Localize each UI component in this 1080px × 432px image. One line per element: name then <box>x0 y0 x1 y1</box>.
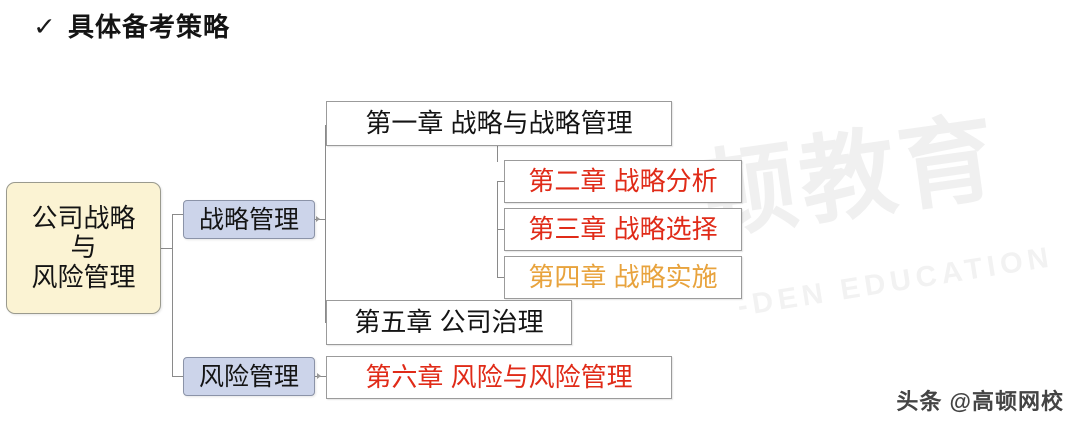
node-chapter-4-label: 第四章 战略实施 <box>528 261 718 292</box>
check-icon: ✓ <box>32 12 57 41</box>
watermark-center: 顿教育 -DEN EDUCATION <box>694 104 1080 330</box>
connector-to-ch2 <box>497 181 504 182</box>
connector-root-spine <box>172 214 173 377</box>
connector-ch1-drop <box>497 146 498 162</box>
connector-strategy-spine <box>325 125 326 323</box>
node-chapter-5-label: 第五章 公司治理 <box>354 306 544 337</box>
connector-to-ch4 <box>497 277 504 278</box>
watermark-center-en: -DEN EDUCATION <box>735 241 1056 323</box>
node-chapter-2[interactable]: 第二章 战略分析 <box>504 160 742 203</box>
node-chapter-3[interactable]: 第三章 战略选择 <box>504 208 742 251</box>
page-title: ✓ 具体备考策略 <box>32 12 230 42</box>
node-risk-management[interactable]: 风险管理 <box>183 357 315 396</box>
node-chapter-6-label: 第六章 风险与风险管理 <box>365 361 633 392</box>
node-chapter-1-label: 第一章 战略与战略管理 <box>365 107 633 138</box>
connector-to-strategy-mgmt <box>172 214 184 215</box>
node-root-line1: 公司战略 <box>31 203 136 234</box>
node-strategy-management-label: 战略管理 <box>198 205 299 234</box>
page-title-text: 具体备考策略 <box>67 12 230 42</box>
connector-strategy-stub <box>315 219 326 220</box>
node-root-line3: 风险管理 <box>31 261 136 292</box>
node-chapter-2-label: 第二章 战略分析 <box>528 165 718 196</box>
node-chapter-5[interactable]: 第五章 公司治理 <box>326 300 572 345</box>
node-chapter-1[interactable]: 第一章 战略与战略管理 <box>326 101 672 146</box>
node-chapter-6[interactable]: 第六章 风险与风险管理 <box>326 356 672 399</box>
node-root-line2: 与 <box>70 232 97 263</box>
connector-root-stub <box>161 248 173 249</box>
node-risk-management-label: 风险管理 <box>198 362 299 391</box>
node-root[interactable]: 公司战略 与 风险管理 <box>6 182 161 314</box>
connector-risk-arrow <box>317 373 321 379</box>
connector-strategy-arrow <box>316 216 320 222</box>
node-strategy-management[interactable]: 战略管理 <box>183 200 315 239</box>
connector-to-ch3 <box>497 229 504 230</box>
node-chapter-4[interactable]: 第四章 战略实施 <box>504 256 742 299</box>
watermark-corner: 头条 @高顿网校 <box>896 389 1064 414</box>
connector-to-risk-mgmt <box>172 376 184 377</box>
node-chapter-3-label: 第三章 战略选择 <box>528 213 718 244</box>
